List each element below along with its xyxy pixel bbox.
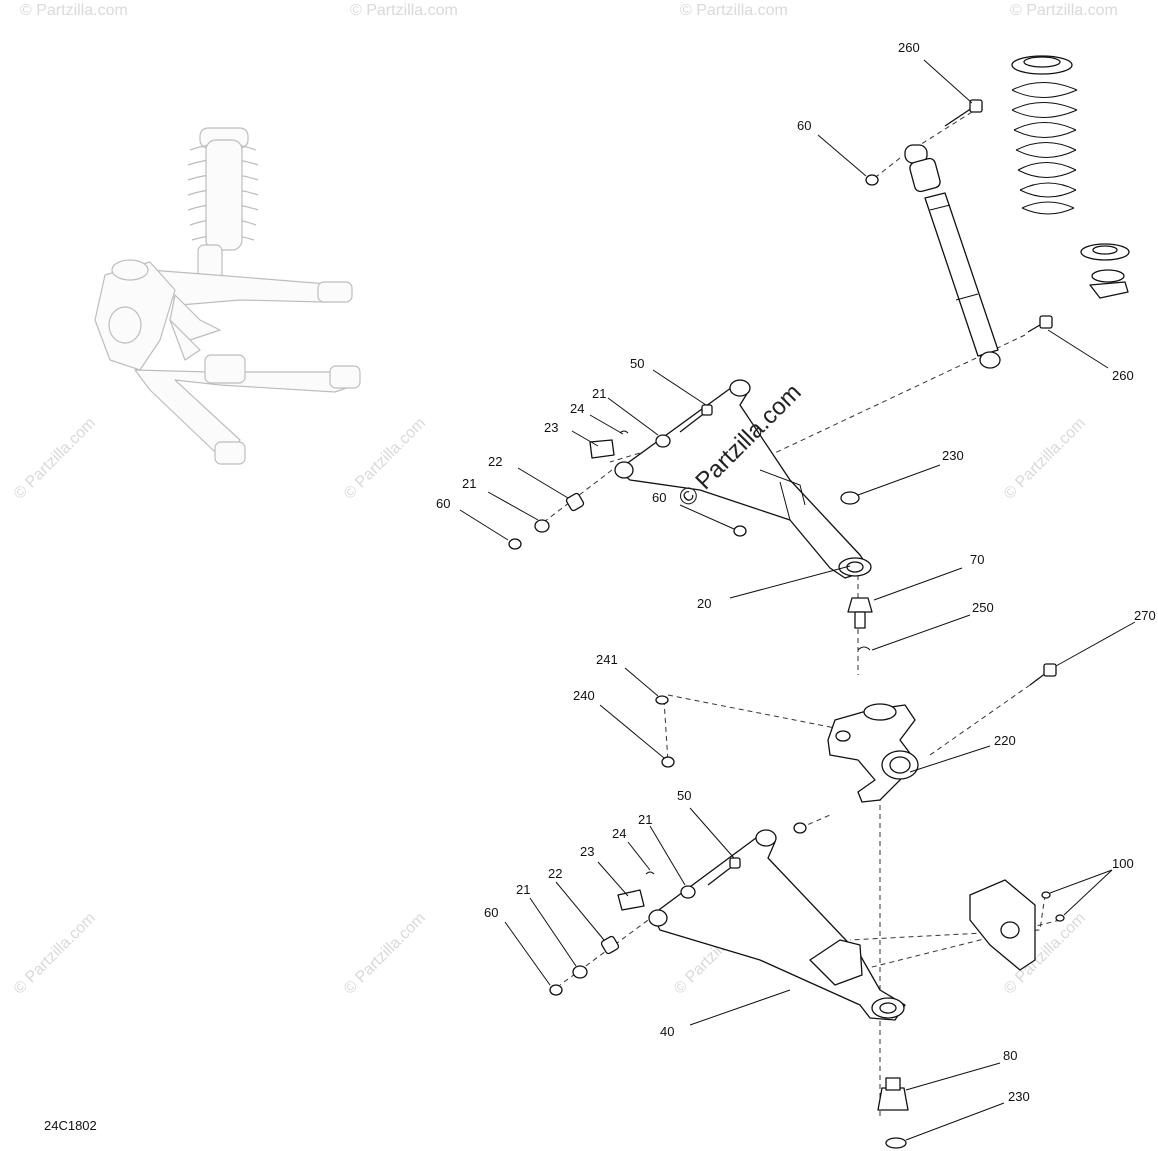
- callout-70: 70: [970, 552, 984, 567]
- watermark: © Partzilla.com: [1001, 415, 1089, 503]
- watermark: © Partzilla.com: [341, 415, 429, 503]
- callout-220: 220: [994, 733, 1016, 748]
- callout-60: 60: [484, 905, 498, 920]
- callout-230: 230: [942, 448, 964, 463]
- callout-240: 240: [573, 688, 595, 703]
- callout-60: 60: [436, 496, 450, 511]
- callout-60: 60: [797, 118, 811, 133]
- callout-60: 60: [652, 490, 666, 505]
- shock-absorber: [904, 144, 1001, 369]
- callout-20: 20: [697, 596, 711, 611]
- callout-21: 21: [516, 882, 530, 897]
- callout-250: 250: [972, 600, 994, 615]
- watermark: © Partzilla.com: [350, 2, 458, 19]
- watermark: © Partzilla.com: [20, 2, 128, 19]
- callout-50: 50: [630, 356, 644, 371]
- callout-21: 21: [638, 812, 652, 827]
- steering-knuckle: [827, 703, 919, 803]
- watermark: © Partzilla.com: [11, 415, 99, 503]
- callout-23: 23: [580, 844, 594, 859]
- diagram-reference-code: 24C1802: [44, 1118, 97, 1133]
- coil-spring: [1011, 55, 1130, 299]
- callout-80: 80: [1003, 1048, 1017, 1063]
- leader-lines: [459, 59, 1136, 1141]
- background-watermarks: © Partzilla.com © Partzilla.com © Partzi…: [11, 2, 1118, 998]
- callout-22: 22: [488, 454, 502, 469]
- assembly-overview-illustration: [94, 127, 361, 465]
- callout-21: 21: [592, 386, 606, 401]
- watermark: © Partzilla.com: [11, 910, 99, 998]
- callout-24: 24: [612, 826, 626, 841]
- callout-100: 100: [1112, 856, 1134, 871]
- watermark: © Partzilla.com: [341, 910, 429, 998]
- callout-260: 260: [898, 40, 920, 55]
- watermark: © Partzilla.com: [1010, 2, 1118, 19]
- callout-24: 24: [570, 401, 584, 416]
- lower-a-arm: [648, 829, 906, 1021]
- callout-22: 22: [548, 866, 562, 881]
- callout-270: 270: [1134, 608, 1156, 623]
- parts-line-art: [508, 55, 1130, 1149]
- callout-241: 241: [596, 652, 618, 667]
- callout-40: 40: [660, 1024, 674, 1039]
- callout-50: 50: [677, 788, 691, 803]
- callout-labels: 260 60 260 50 21 24 23 22 21 60 60 230 2…: [436, 40, 1156, 1104]
- callout-23: 23: [544, 420, 558, 435]
- watermark: © Partzilla.com: [680, 2, 788, 19]
- callout-21: 21: [462, 476, 476, 491]
- callout-260: 260: [1112, 368, 1134, 383]
- upper-a-arm: [614, 379, 872, 579]
- callout-230: 230: [1008, 1089, 1030, 1104]
